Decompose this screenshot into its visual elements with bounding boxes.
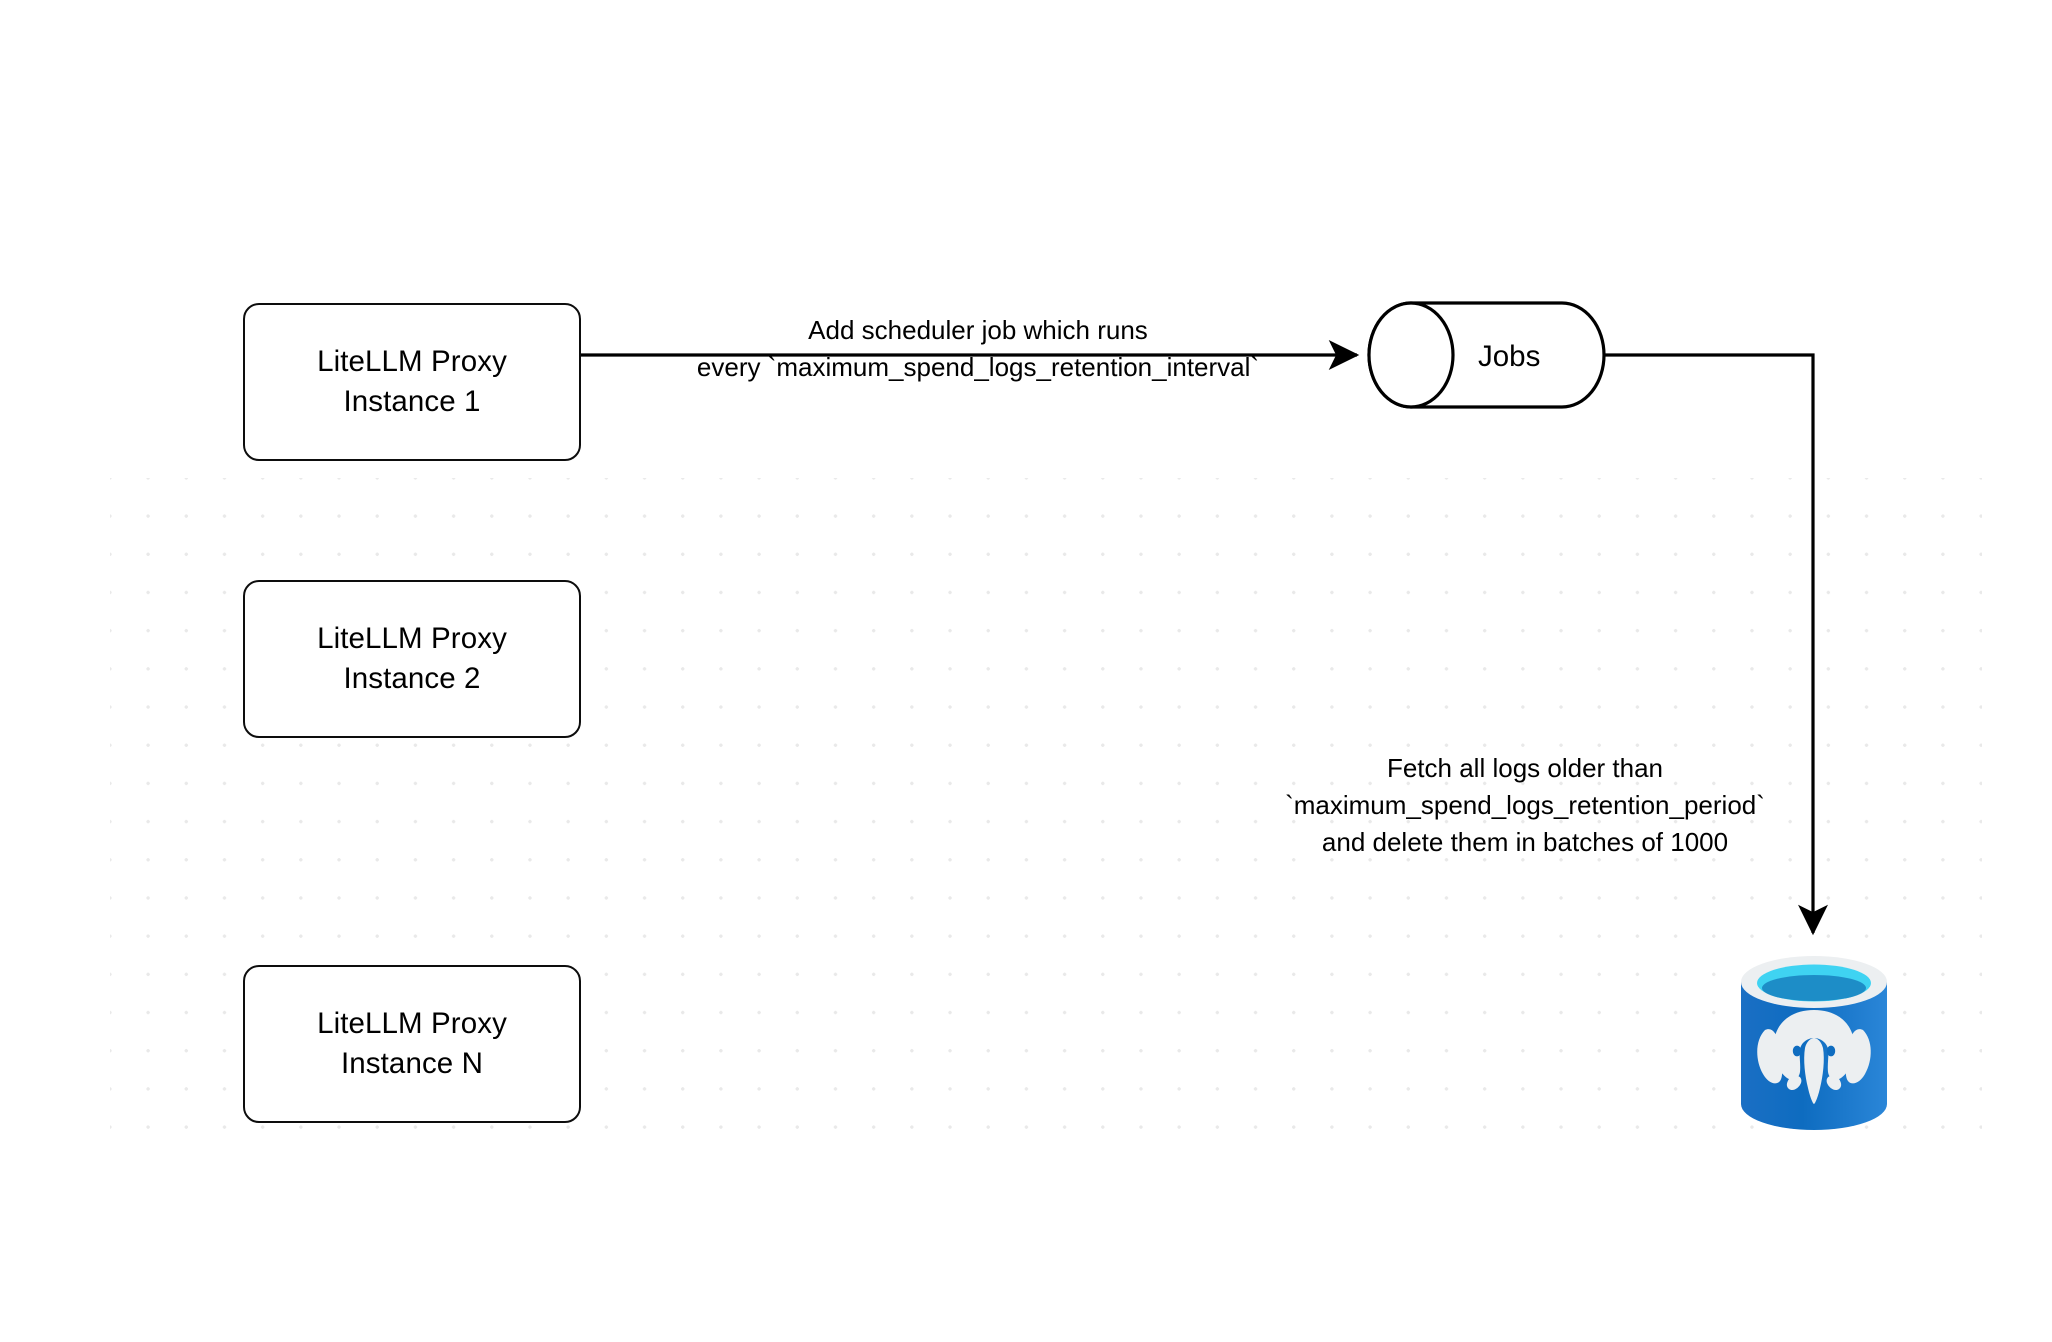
node-litellm-proxy-instance-1[interactable]: LiteLLM Proxy Instance 1 <box>243 303 581 461</box>
node-litellm-proxy-instance-2[interactable]: LiteLLM Proxy Instance 2 <box>243 580 581 738</box>
edge-label-add-scheduler-job: Add scheduler job which runs every `maxi… <box>618 312 1338 386</box>
postgres-elephant-eyes <box>1792 1045 1836 1057</box>
node-proxyn-line1: LiteLLM Proxy <box>317 1006 507 1040</box>
edge1-line2: every `maximum_spend_logs_retention_inte… <box>696 351 1260 382</box>
edge-jobs-to-postgres <box>1604 353 1828 936</box>
edge-label-fetch-and-delete-logs: Fetch all logs older than `maximum_spend… <box>1250 750 1800 861</box>
node-proxy2-line2: Instance 2 <box>343 662 481 695</box>
edge2-line1-highlight: Fetch all logs older than <box>1386 753 1664 783</box>
edge2-line2: `maximum_spend_logs_retention_period` <box>1285 789 1765 820</box>
edge1-line1-highlight: Add scheduler job which runs <box>808 315 1148 345</box>
node-litellm-proxy-instance-n[interactable]: LiteLLM Proxy Instance N <box>243 965 581 1123</box>
node-jobs-label: Jobs <box>1478 340 1541 373</box>
node-proxy1-line1: LiteLLM Proxy <box>317 344 507 378</box>
postgresql-database-icon <box>1741 956 1887 1130</box>
node-proxy1-line2: Instance 1 <box>343 385 481 418</box>
jobs-cylinder-shape <box>1367 301 1606 409</box>
node-proxyn-line2: Instance N <box>340 1047 484 1080</box>
postgres-elephant-glyph <box>1757 1010 1871 1104</box>
edge2-line3: and delete them in batches of 1000 <box>1321 826 1729 857</box>
node-proxy2-line1: LiteLLM Proxy <box>317 621 507 655</box>
